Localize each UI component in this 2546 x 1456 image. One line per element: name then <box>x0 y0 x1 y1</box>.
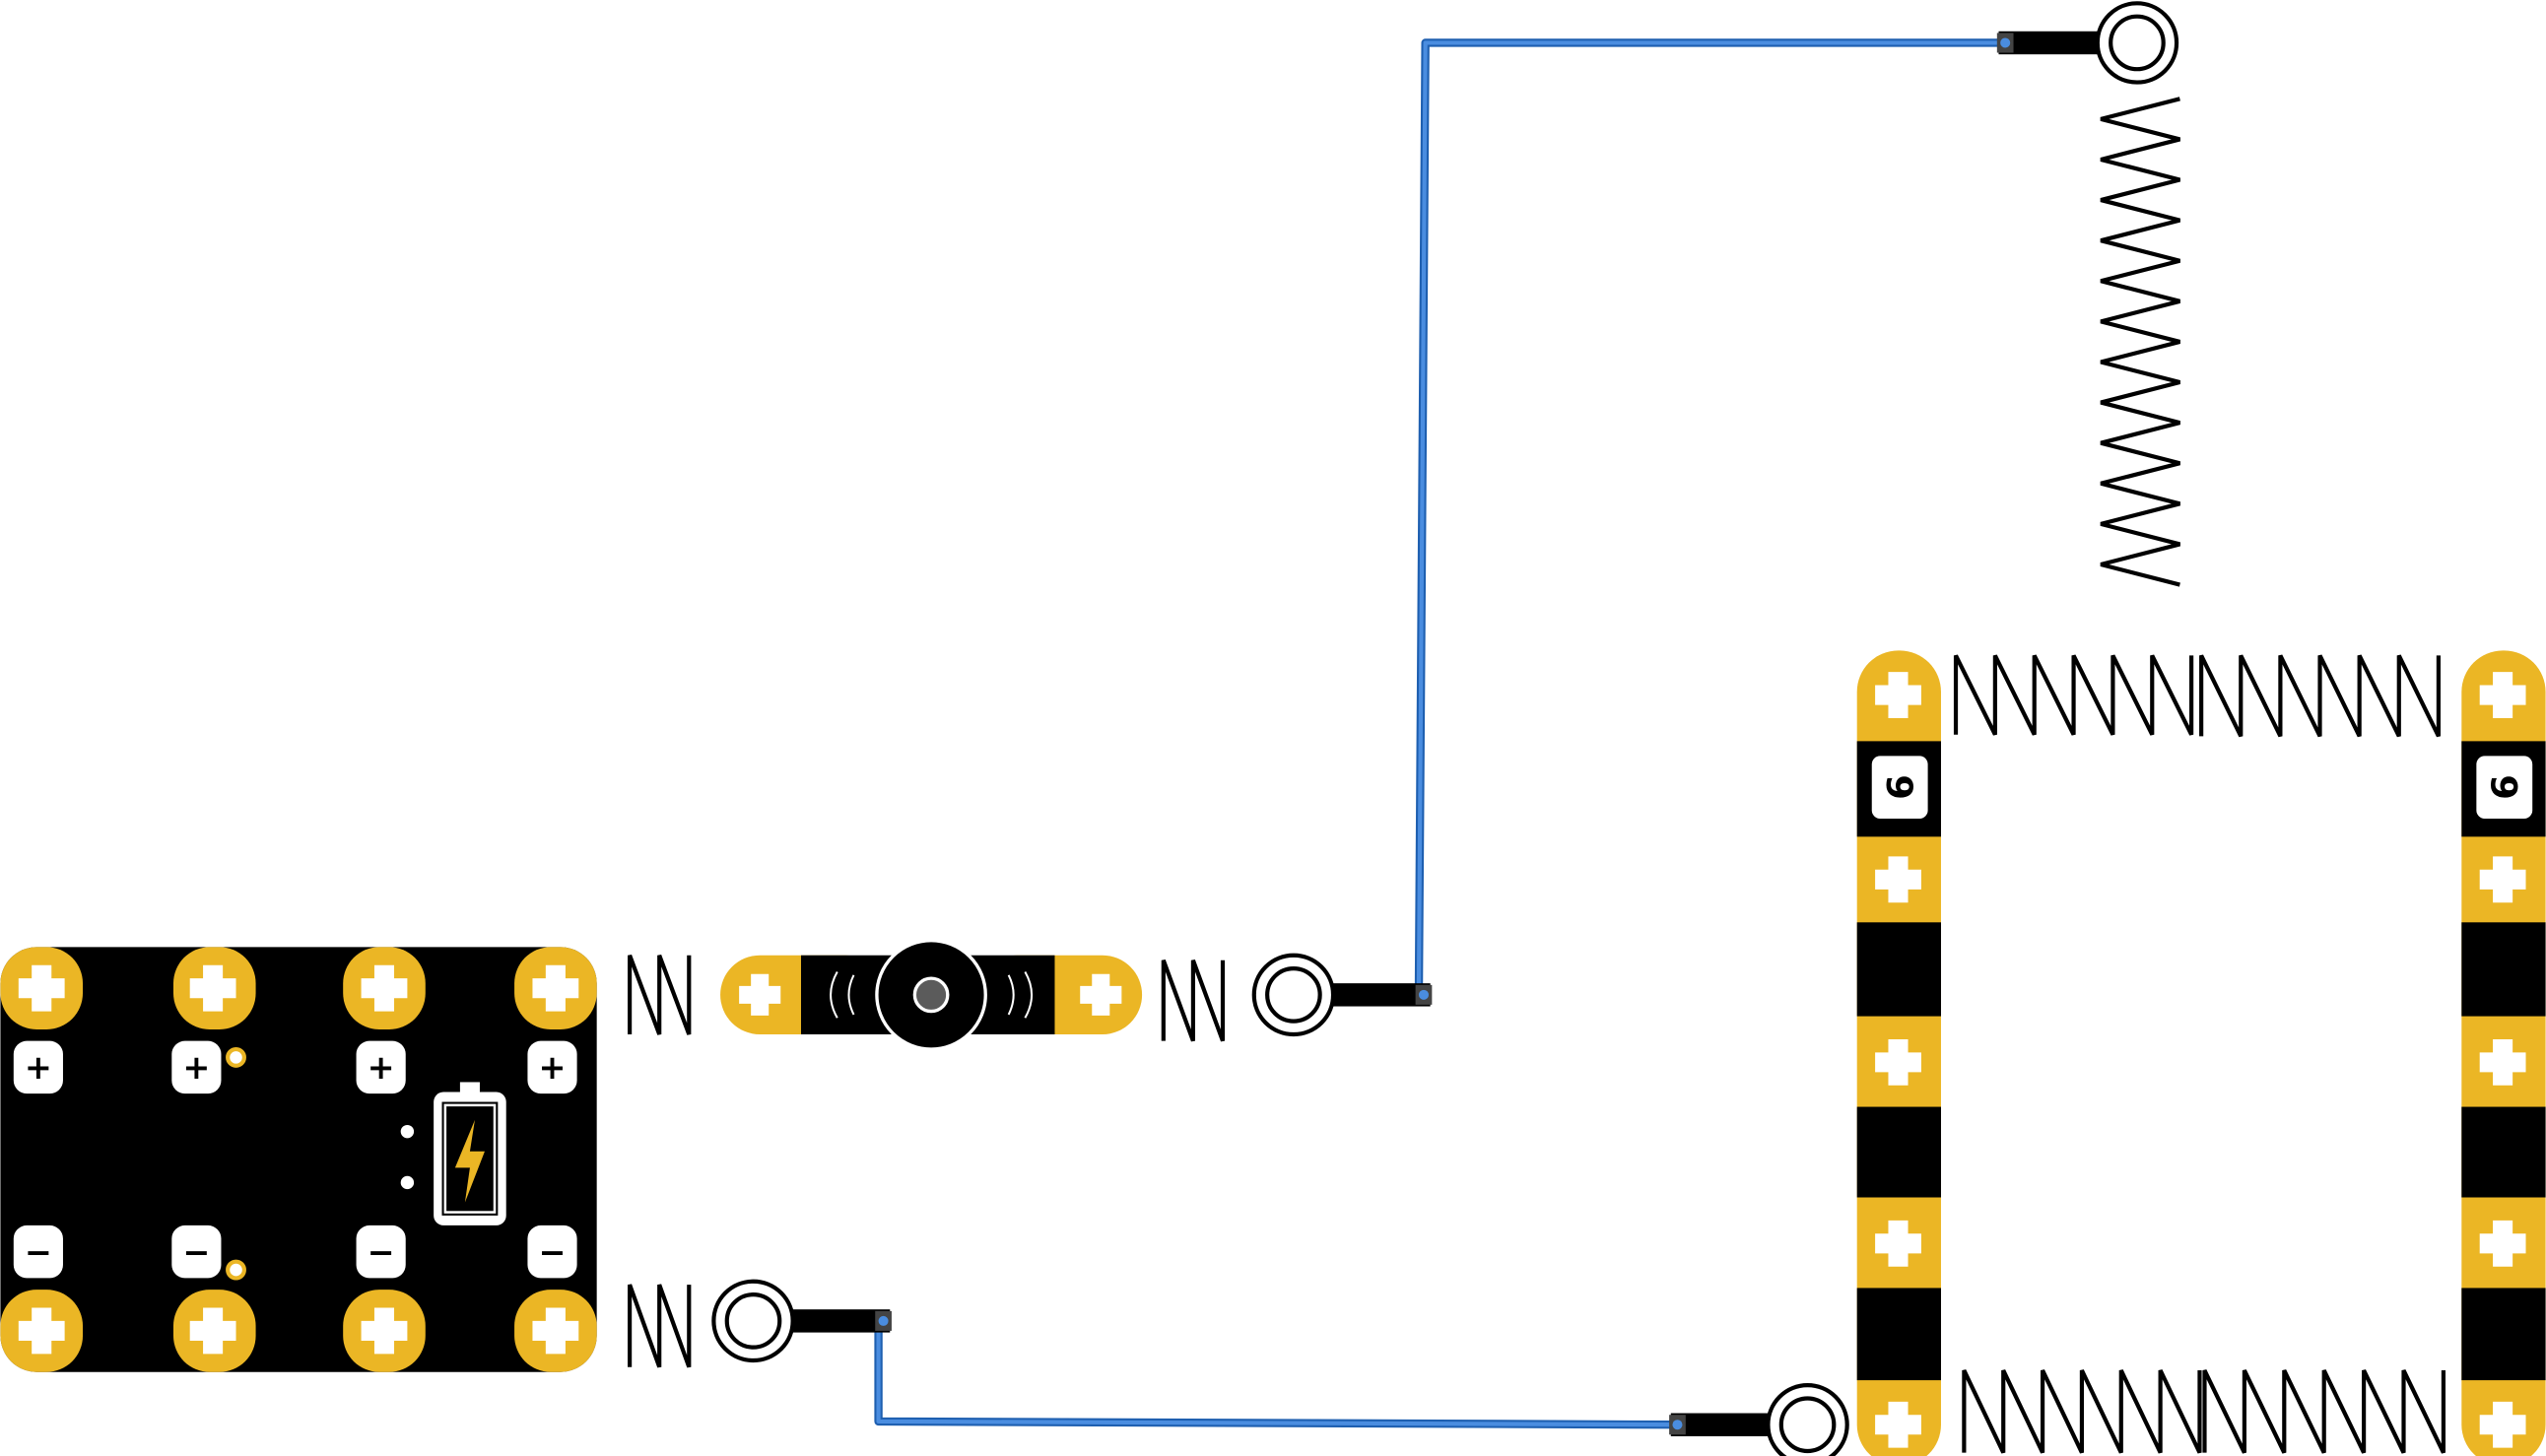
wire-connector[interactable] <box>1996 1 2179 85</box>
spring-icon <box>628 954 692 1035</box>
buzzer-module[interactable] <box>720 939 1143 1051</box>
plus-pad-label: + <box>182 1048 210 1087</box>
plus-pad[interactable]: + <box>13 1040 63 1094</box>
minus-pad[interactable]: − <box>13 1224 63 1279</box>
spring-icon <box>1962 1369 2202 1454</box>
wire-connector[interactable] <box>1669 1383 1849 1456</box>
status-dot <box>400 1175 415 1190</box>
controller-board[interactable]: + − + − + − + − <box>0 947 597 1372</box>
connector-tab[interactable] <box>514 947 597 1029</box>
plus-pad-label: + <box>539 1048 567 1087</box>
port-number-label: 9 <box>1878 774 1920 800</box>
led-indicator <box>226 1046 246 1068</box>
minus-pad-label: − <box>539 1232 567 1271</box>
plus-pad[interactable]: + <box>356 1040 406 1094</box>
spring-icon <box>2199 654 2441 738</box>
minus-pad-label: − <box>182 1232 210 1271</box>
plus-pad[interactable]: + <box>527 1040 577 1094</box>
wire-bottom[interactable] <box>874 1322 1681 1429</box>
connector-tab[interactable] <box>172 1290 256 1372</box>
sound-wave-icon <box>830 970 1034 1019</box>
connector-tab[interactable] <box>343 947 426 1029</box>
connector-tab[interactable] <box>514 1290 597 1372</box>
strip-right[interactable]: 9 <box>2461 650 2546 1456</box>
connector-tab[interactable] <box>343 1290 426 1372</box>
wire-top[interactable] <box>1414 38 2011 994</box>
strip-left[interactable]: 9 <box>1856 650 1941 1456</box>
spring-icon <box>2202 1369 2446 1454</box>
spring-icon <box>628 1284 692 1368</box>
led-indicator <box>226 1259 246 1281</box>
connector-tab[interactable] <box>0 947 84 1029</box>
minus-pad[interactable]: − <box>527 1224 577 1279</box>
connector-tab[interactable] <box>0 1290 84 1372</box>
plus-pad-label: + <box>368 1048 395 1087</box>
connector-tab[interactable] <box>172 947 256 1029</box>
port-number-label: 9 <box>2482 774 2524 800</box>
wire-connector[interactable] <box>711 1279 892 1363</box>
plus-pad[interactable]: + <box>171 1040 222 1094</box>
spring-icon <box>2100 97 2180 587</box>
minus-pad-label: − <box>368 1232 395 1271</box>
battery-charging-icon <box>434 1082 506 1225</box>
minus-pad-label: − <box>25 1232 52 1271</box>
plus-pad-label: + <box>25 1048 52 1087</box>
minus-pad[interactable]: − <box>171 1224 222 1279</box>
status-dot <box>400 1124 415 1139</box>
minus-pad[interactable]: − <box>356 1224 406 1279</box>
wire-connector[interactable] <box>1251 953 1433 1037</box>
spring-icon <box>1161 960 1226 1042</box>
spring-icon <box>1953 654 2194 736</box>
